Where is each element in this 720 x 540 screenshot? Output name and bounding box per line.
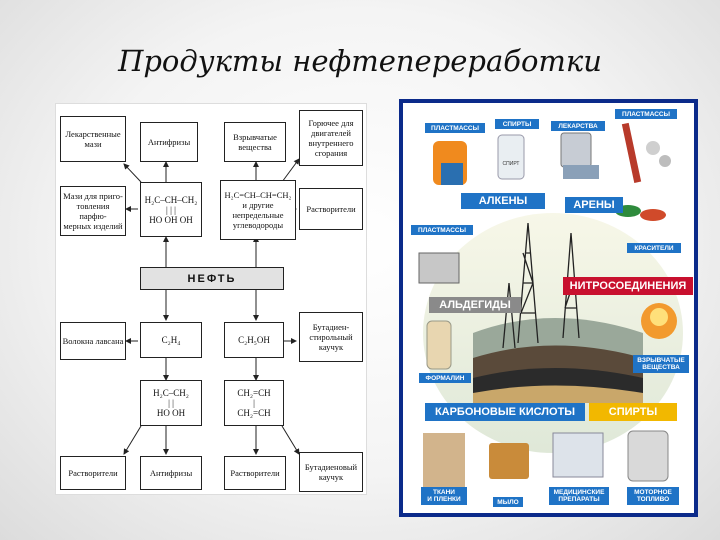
label-plastics-2: ПЛАСТМАССЫ: [615, 109, 677, 119]
formula-divinyl: CH₂=CH | CH₂=CH: [224, 380, 284, 426]
formula-ethylene: C₂H₄: [140, 322, 202, 358]
oil-products-poster: ПЛАСТМАССЫ СПИРТЫ ЛЕКАРСТВА ПЛАСТМАССЫ С…: [399, 99, 698, 517]
box-solvents-bottom-left: Растворители: [60, 456, 126, 490]
oil-derricks: [502, 222, 580, 349]
product-illustrations: [418, 122, 677, 487]
box-explosives: Взрывчатые вещества: [224, 122, 286, 162]
formula-ethylene-glycol: H₂C–CH₂ | | HO OH: [140, 380, 202, 426]
box-antifreeze-bottom: Антифризы: [140, 456, 202, 490]
label-alkenes: АЛКЕНЫ: [461, 193, 545, 209]
label-medicines: ЛЕКАРСТВА: [551, 121, 605, 131]
box-fuel: Горючее для двигателей внутреннего сгора…: [299, 110, 363, 166]
label-plastics-3: ПЛАСТМАССЫ: [411, 225, 473, 235]
label-aldehydes: АЛЬДЕГИДЫ: [429, 297, 521, 313]
label-formalin: ФОРМАЛИН: [419, 373, 471, 383]
label-explosives: ВЗРЫВЧАТЫЕ ВЕЩЕСТВА: [633, 355, 689, 373]
oil-products-scheme: Лекарственные мази Антифризы Взрывчатые …: [55, 103, 367, 495]
box-solvents-bottom-mid: Растворители: [224, 456, 286, 490]
page-title: Продукты нефтепереработки: [118, 44, 602, 78]
label-alcohols-2: СПИРТЫ: [589, 403, 677, 421]
label-plastics-1: ПЛАСТМАССЫ: [425, 123, 485, 133]
label-nitro-compounds: НИТРОСОЕДИНЕНИЯ: [563, 277, 693, 295]
formula-ethanol: C₂H₅OH: [224, 322, 284, 358]
box-solvents-top: Растворители: [299, 188, 363, 230]
box-butadiene-styrene-rubber: Бутадиен- стирольный каучук: [299, 312, 363, 362]
box-lavsan-fiber: Волокна лавсана: [60, 322, 126, 360]
oilfield-illustration: [418, 122, 683, 487]
label-soap: МЫЛО: [493, 497, 523, 507]
label-arenes: АРЕНЫ: [565, 197, 623, 213]
label-fabrics-films: ТКАНИ И ПЛЕНКИ: [421, 487, 467, 505]
box-butadiene-rubber: Бутадиеновый каучук: [299, 452, 363, 492]
formula-butadiene-unsaturated: H₂C=CH–CH=CH₂ и другие непредельные угле…: [220, 180, 296, 240]
box-medicinal-ointments: Лекарственные мази: [60, 116, 126, 162]
scheme-arrows: [123, 158, 300, 455]
label-dyes: КРАСИТЕЛИ: [627, 243, 681, 253]
box-ointment-perfume: Мази для приго- товления парфю- мерных и…: [60, 186, 126, 236]
bottle-label: СПИРТ: [502, 161, 520, 167]
formula-glycerol: H₂C–CH–CH₂ | | | HO OH OH: [140, 182, 202, 237]
label-alcohols-1: СПИРТЫ: [495, 119, 539, 129]
box-antifreeze-top: Антифризы: [140, 122, 198, 162]
oil-box: НЕФТЬ: [140, 267, 284, 290]
label-medical-preparations: МЕДИЦИНСКИЕ ПРЕПАРАТЫ: [549, 487, 609, 505]
label-carboxylic-acids: КАРБОНОВЫЕ КИСЛОТЫ: [425, 403, 585, 421]
label-motor-fuel: МОТОРНОЕ ТОПЛИВО: [627, 487, 679, 505]
